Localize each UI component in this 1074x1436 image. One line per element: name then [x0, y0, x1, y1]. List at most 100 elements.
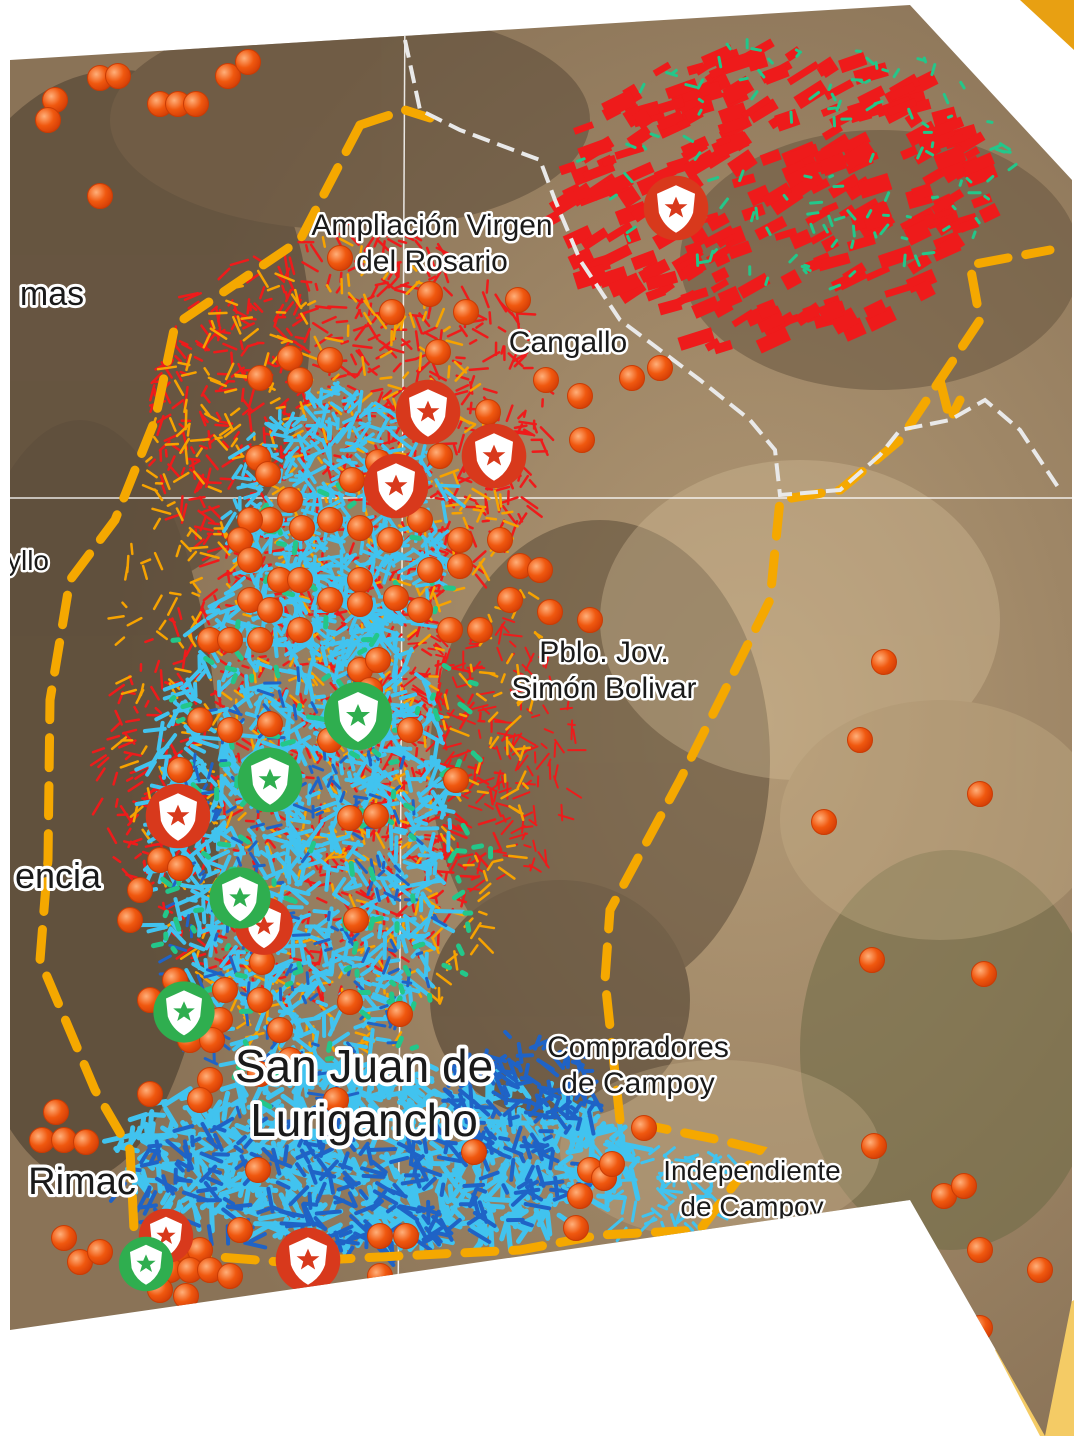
road-segment	[136, 1132, 169, 1141]
road-segment	[338, 237, 354, 247]
road-segment	[359, 245, 363, 256]
road-segment	[179, 929, 184, 939]
road-segment	[519, 589, 526, 599]
road-segment	[246, 298, 251, 315]
road-segment	[434, 889, 445, 899]
road-segment	[443, 790, 462, 797]
road-segment	[387, 958, 401, 964]
road-segment	[199, 515, 207, 532]
urban-block	[963, 146, 981, 160]
road-segment	[522, 409, 527, 418]
road-segment	[300, 312, 309, 325]
road-segment	[457, 863, 467, 870]
road-segment	[782, 193, 789, 201]
road-segment	[233, 689, 247, 700]
road-segment	[112, 771, 119, 786]
road-segment	[204, 1111, 214, 1130]
urban-block	[900, 145, 919, 160]
road-segment	[474, 573, 488, 589]
road-segment	[393, 552, 404, 562]
road-segment	[642, 144, 648, 151]
road-segment	[423, 672, 431, 678]
road-segment	[429, 586, 436, 600]
road-segment	[835, 99, 842, 112]
road-segment	[794, 48, 803, 54]
road-segment	[451, 667, 471, 673]
road-segment	[347, 262, 364, 272]
road-segment	[391, 715, 397, 732]
road-segment	[274, 272, 295, 283]
road-segment	[380, 240, 386, 260]
road-segment	[312, 321, 329, 334]
road-segment	[478, 882, 492, 895]
road-segment	[456, 752, 464, 758]
road-segment	[301, 261, 319, 273]
road-segment	[269, 397, 281, 405]
road-segment	[153, 488, 164, 502]
road-segment	[474, 852, 490, 870]
road-segment	[366, 322, 379, 341]
road-segment	[905, 214, 912, 219]
road-segment	[303, 879, 317, 885]
urban-block	[708, 66, 725, 79]
road-segment	[830, 238, 839, 248]
road-segment	[225, 1204, 244, 1211]
urban-block	[737, 272, 771, 299]
urban-block	[819, 152, 848, 177]
road-segment	[481, 519, 490, 523]
urban-block	[939, 232, 966, 257]
road-segment	[324, 419, 338, 427]
road-segment	[520, 496, 539, 510]
road-segment	[434, 646, 445, 652]
urban-block	[905, 120, 938, 147]
road-segment	[202, 394, 211, 404]
road-segment	[471, 665, 483, 670]
road-segment	[144, 699, 150, 708]
urban-block	[940, 156, 971, 184]
road-segment	[193, 1152, 200, 1175]
urban-block	[821, 201, 839, 215]
road-segment	[175, 544, 182, 558]
road-segment	[510, 311, 521, 326]
road-segment	[398, 819, 410, 825]
road-segment	[200, 385, 209, 397]
road-segment	[806, 211, 820, 216]
road-segment	[298, 548, 315, 561]
road-segment	[303, 327, 312, 343]
road-segment	[808, 90, 821, 101]
road-segment	[456, 694, 465, 704]
road-segment	[765, 226, 772, 236]
road-segment	[548, 675, 553, 685]
road-segment	[519, 735, 537, 747]
road-segment	[89, 754, 107, 767]
urban-block	[656, 110, 685, 131]
road-segment	[168, 618, 176, 624]
road-segment	[532, 804, 537, 824]
road-segment	[342, 553, 350, 564]
road-segment	[129, 837, 143, 845]
road-segment	[271, 486, 285, 496]
road-segment	[229, 258, 250, 267]
road-segment	[493, 489, 501, 512]
road-segment	[162, 901, 166, 910]
road-segment	[334, 234, 343, 247]
urban-block	[711, 267, 730, 284]
road-segment	[115, 675, 132, 685]
urban-block	[793, 79, 829, 110]
road-segment	[237, 811, 247, 821]
road-segment	[282, 660, 290, 667]
road-segment	[379, 438, 398, 446]
road-segment	[442, 727, 451, 744]
road-segment	[496, 646, 503, 662]
road-segment	[235, 742, 250, 751]
road-segment	[417, 455, 432, 477]
road-segment	[363, 299, 376, 316]
road-segment	[381, 443, 393, 455]
road-segment	[930, 195, 940, 200]
road-segment	[343, 758, 364, 766]
road-segment	[195, 447, 203, 458]
road-segment	[407, 641, 427, 645]
road-segment	[160, 361, 173, 379]
